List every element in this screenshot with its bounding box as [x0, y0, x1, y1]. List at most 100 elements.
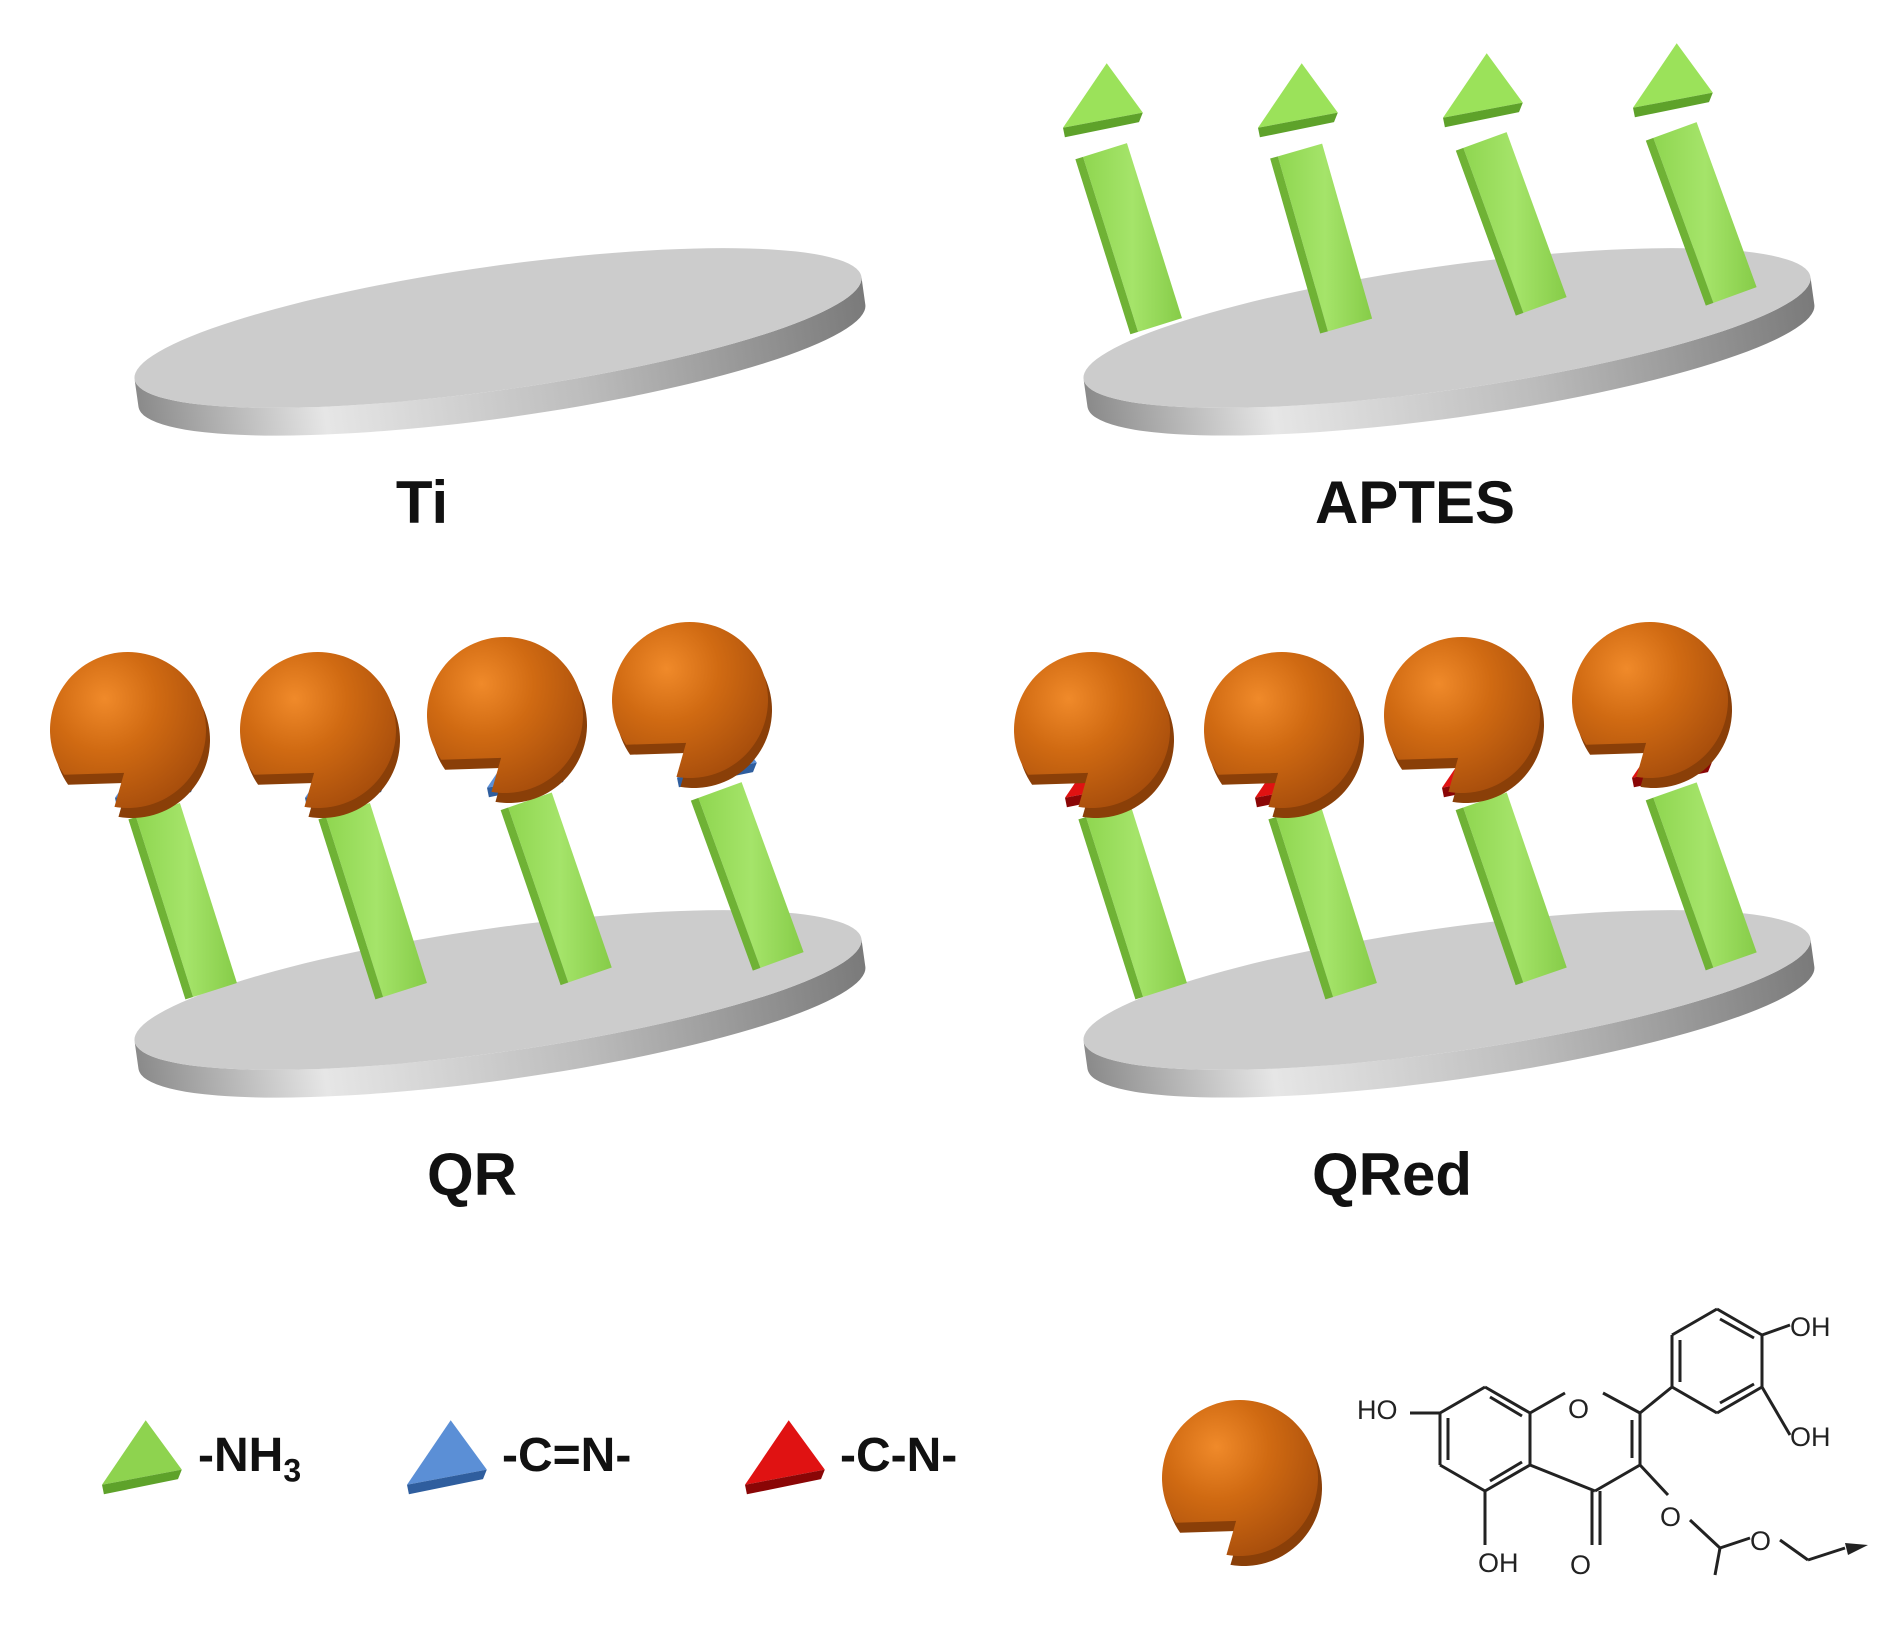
nh3-head-shade [1443, 102, 1523, 128]
atom-carbonyl-o: O [1570, 1550, 1592, 1580]
legend-imine-label: -C=N- [502, 1429, 632, 1482]
atom-oh-top: OH [1790, 1312, 1831, 1342]
quercetin-ball [240, 652, 401, 818]
aptes-stick-side [690, 797, 761, 971]
quercetin-ball [1014, 652, 1175, 819]
ball-face [240, 652, 396, 808]
legend-nh3-icon-shade [102, 1469, 182, 1495]
ball-face [1014, 652, 1171, 808]
disk-top [1083, 910, 1811, 1070]
aptes-stick [1277, 143, 1373, 332]
legend-amine-icon-shade [745, 1469, 825, 1495]
legend-nh3-label: -NH3 [198, 1429, 302, 1489]
aptes-stick [136, 803, 237, 997]
nh3-head [1258, 63, 1338, 128]
bond [1716, 1385, 1763, 1415]
ti-disk [134, 248, 866, 436]
bond [1716, 1307, 1763, 1337]
bond [1760, 1386, 1792, 1436]
panel-aptes [1063, 43, 1815, 436]
aptes-stick [1463, 792, 1567, 983]
bond [1719, 1317, 1755, 1340]
legend-imine-icon [407, 1420, 487, 1485]
legend-nh3-icon [102, 1420, 182, 1485]
disk-top [1083, 248, 1811, 408]
aptes-stick [698, 782, 804, 968]
ball-face [1162, 1400, 1319, 1556]
atom-ring-o2: O [1750, 1526, 1772, 1556]
ball-face [427, 637, 584, 793]
legend-imine-icon-shade [407, 1469, 487, 1495]
bond [1602, 1391, 1641, 1415]
quercetin-ball [1384, 636, 1545, 804]
legend-icons [102, 1400, 1322, 1566]
bond [1484, 1385, 1531, 1415]
aptes-stick-side [1078, 816, 1144, 1000]
atom-ho-left: HO [1357, 1395, 1398, 1425]
aptes-stick-side [1455, 147, 1524, 316]
disk-edge [134, 938, 866, 1098]
bond [1761, 1323, 1791, 1337]
disk-top [134, 248, 862, 408]
nh3-head [1443, 53, 1523, 118]
aptes-stick [1653, 122, 1757, 303]
atom-oh-bottom: OH [1478, 1548, 1519, 1578]
panel-label-qred: QRed [1311, 1141, 1473, 1208]
bond [1639, 1385, 1673, 1415]
bond [1719, 1536, 1751, 1550]
aptes-stick-side [500, 807, 569, 986]
ti-disk [1083, 910, 1815, 1098]
bond [1484, 1463, 1531, 1493]
bond [1807, 1546, 1846, 1562]
bond [1719, 1382, 1755, 1405]
bond [1439, 1385, 1486, 1415]
quercetin-ball [612, 622, 773, 789]
nh3-head-shade [1633, 92, 1713, 118]
quercetin-ball [427, 637, 587, 803]
panel-qr [50, 622, 866, 1098]
bond [1688, 1518, 1722, 1550]
panel-qred [1014, 622, 1815, 1098]
ball-face [612, 622, 769, 779]
bond [1529, 1463, 1596, 1493]
nh3-head [1633, 43, 1713, 108]
quercetin-ball [50, 652, 211, 818]
legend-quercetin-icon [1162, 1400, 1322, 1566]
bond [1779, 1538, 1809, 1562]
disk-edge [1083, 938, 1815, 1098]
aptes-stick [326, 803, 427, 997]
ti-disk [1083, 248, 1815, 436]
aptes-stick [508, 792, 612, 983]
aptes-stick [1083, 143, 1182, 332]
legend-amine-icon [745, 1420, 825, 1485]
bond [1594, 1463, 1641, 1493]
ball-face [50, 652, 207, 808]
panel-ti [134, 248, 866, 436]
bond [1489, 1460, 1523, 1483]
nh3-head-shade [1258, 112, 1338, 138]
aptes-stick-side [1645, 137, 1714, 306]
ball-face [1384, 636, 1541, 793]
aptes-stick-side [128, 816, 194, 1000]
nh3-head [1063, 63, 1143, 128]
panel-label-ti: Ti [395, 469, 449, 536]
ball-face [1572, 622, 1729, 779]
aptes-stick [1463, 132, 1567, 313]
atom-ether-o: O [1660, 1502, 1682, 1532]
atom-oh-mid: OH [1790, 1422, 1831, 1452]
aptes-stick-side [318, 816, 384, 1000]
bond [1439, 1463, 1486, 1493]
bond [1671, 1307, 1718, 1337]
wedge-bond [1845, 1543, 1868, 1555]
bond [1638, 1463, 1670, 1497]
quercetin-ball [1572, 622, 1732, 788]
aptes-stick-side [1455, 807, 1524, 986]
aptes-stick-side [1645, 797, 1714, 971]
bond [1671, 1385, 1718, 1415]
aptes-stick [1086, 803, 1187, 997]
bond [1713, 1547, 1722, 1576]
ti-disk [134, 910, 866, 1098]
aptes-stick-side [1270, 156, 1328, 334]
panel-label-aptes: APTES [1314, 469, 1516, 536]
